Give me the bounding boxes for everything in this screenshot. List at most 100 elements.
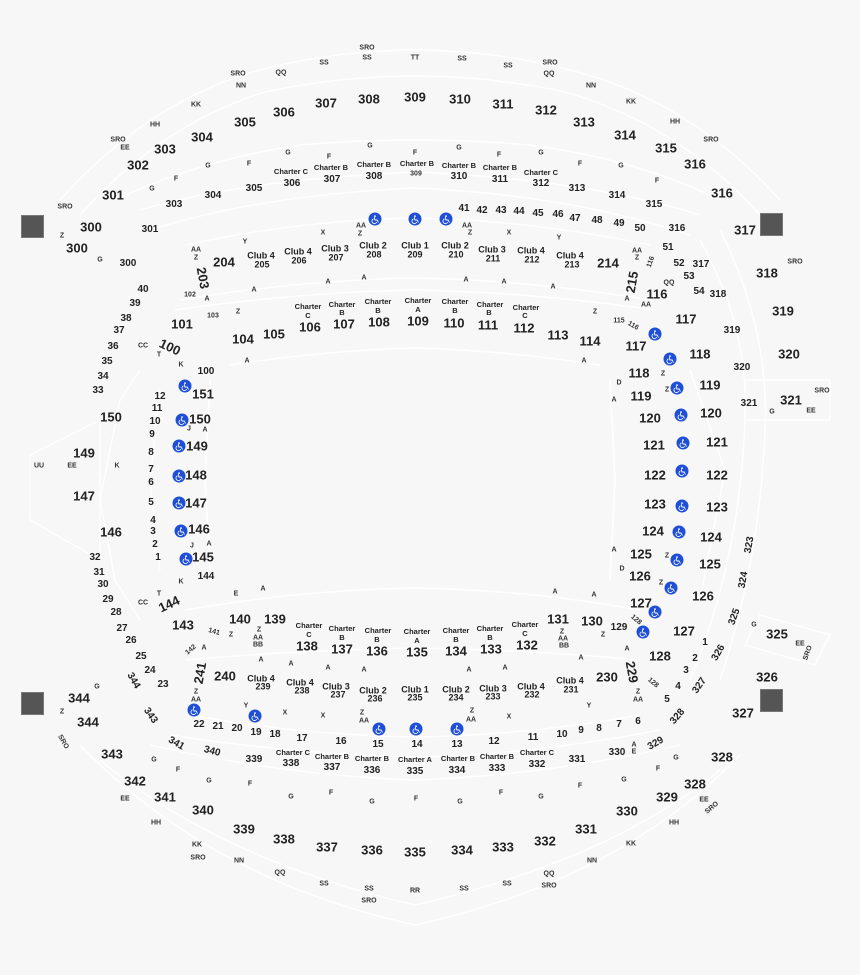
section-label[interactable]: 126: [629, 568, 651, 584]
section-label[interactable]: 339: [245, 754, 263, 765]
section-label[interactable]: 312: [535, 102, 557, 118]
section-label[interactable]: 302: [127, 157, 149, 173]
section-label[interactable]: 49: [613, 218, 625, 229]
section-label[interactable]: 337: [316, 839, 338, 855]
section-label[interactable]: 311: [491, 174, 509, 185]
section-label[interactable]: 315: [655, 140, 677, 156]
section-label[interactable]: 31: [93, 567, 105, 578]
section-label[interactable]: 305: [245, 183, 263, 194]
section-label[interactable]: 208: [366, 249, 382, 260]
section-label[interactable]: 125: [630, 546, 652, 562]
section-label[interactable]: 233: [485, 691, 501, 702]
section-label[interactable]: 118: [628, 365, 650, 381]
section-label[interactable]: 112: [513, 320, 535, 336]
section-label[interactable]: 33: [92, 385, 104, 396]
section-label[interactable]: 304: [191, 129, 213, 145]
section-label[interactable]: 138: [296, 638, 318, 654]
section-label[interactable]: 7: [616, 719, 622, 730]
section-label[interactable]: Club 2: [359, 240, 387, 251]
section-label[interactable]: 237: [330, 689, 346, 700]
section-label[interactable]: 238: [294, 685, 310, 696]
section-label[interactable]: 129: [610, 622, 628, 633]
section-label[interactable]: 313: [568, 183, 586, 194]
section-label[interactable]: 120: [700, 405, 722, 421]
section-label[interactable]: 239: [255, 681, 271, 692]
section-label[interactable]: 53: [683, 271, 695, 282]
section-label[interactable]: 36: [107, 341, 119, 352]
section-label[interactable]: 241: [190, 661, 210, 685]
section-label[interactable]: 9: [149, 429, 155, 440]
section-label[interactable]: 130: [581, 613, 603, 629]
section-label[interactable]: 4: [150, 515, 156, 526]
section-label[interactable]: 9: [578, 725, 584, 736]
section-label[interactable]: 117: [625, 338, 647, 354]
section-label[interactable]: 140: [229, 611, 251, 627]
section-label[interactable]: 10: [149, 416, 161, 427]
section-label[interactable]: 14: [411, 739, 423, 750]
section-label[interactable]: 120: [639, 410, 661, 426]
section-label[interactable]: 328: [684, 776, 706, 792]
section-label[interactable]: 317: [734, 222, 756, 238]
section-label[interactable]: 232: [524, 689, 540, 700]
section-label[interactable]: Club 4: [284, 246, 312, 257]
section-label[interactable]: 100: [197, 366, 215, 377]
section-label[interactable]: Club 4: [286, 677, 314, 688]
section-label[interactable]: 335: [404, 844, 426, 860]
section-label[interactable]: 207: [328, 252, 344, 263]
section-label[interactable]: 301: [102, 187, 124, 203]
section-label[interactable]: 109: [407, 313, 429, 329]
section-label[interactable]: 151: [192, 386, 214, 402]
section-label[interactable]: 314: [614, 127, 636, 143]
section-label[interactable]: 46: [552, 209, 564, 220]
section-label[interactable]: 108: [368, 314, 390, 330]
section-label[interactable]: 146: [100, 524, 122, 540]
section-label[interactable]: 321: [740, 398, 758, 409]
section-label[interactable]: 343: [101, 746, 123, 762]
section-label[interactable]: 329: [656, 789, 678, 805]
section-label[interactable]: 16: [335, 736, 347, 747]
section-label[interactable]: 8: [596, 723, 602, 734]
section-label[interactable]: 11: [527, 732, 539, 743]
section-label[interactable]: 45: [532, 208, 544, 219]
section-label[interactable]: 48: [591, 215, 603, 226]
section-label[interactable]: 317: [692, 259, 710, 270]
section-label[interactable]: 319: [723, 325, 741, 336]
section-label[interactable]: 124: [700, 529, 722, 545]
section-label[interactable]: 339: [233, 821, 255, 837]
section-label[interactable]: 107: [333, 316, 355, 332]
section-label[interactable]: 315: [645, 199, 663, 210]
section-label[interactable]: 306: [283, 178, 301, 189]
section-label[interactable]: 122: [706, 467, 728, 483]
section-label[interactable]: 344: [68, 690, 90, 706]
section-label[interactable]: 27: [116, 623, 128, 634]
section-label[interactable]: 18: [269, 729, 281, 740]
section-label[interactable]: 4: [675, 681, 681, 692]
section-label[interactable]: 126: [692, 588, 714, 604]
section-label[interactable]: 300: [119, 258, 137, 269]
section-label[interactable]: 206: [291, 255, 307, 266]
section-label[interactable]: 133: [480, 641, 502, 657]
section-label[interactable]: 34: [97, 371, 109, 382]
section-label[interactable]: 316: [684, 156, 706, 172]
section-label[interactable]: 235: [407, 692, 423, 703]
section-label[interactable]: 320: [733, 362, 751, 373]
section-label[interactable]: Club 4: [517, 681, 545, 692]
section-label[interactable]: 25: [135, 651, 147, 662]
section-label[interactable]: 20: [231, 723, 243, 734]
section-label[interactable]: 344: [77, 714, 99, 730]
section-label[interactable]: 300: [80, 219, 102, 235]
section-label[interactable]: 303: [165, 199, 183, 210]
section-label[interactable]: 124: [642, 523, 664, 539]
section-label[interactable]: 309: [404, 89, 426, 105]
section-label[interactable]: 116: [646, 286, 668, 302]
section-label[interactable]: Club 3: [478, 244, 506, 255]
section-label[interactable]: 333: [492, 839, 514, 855]
section-label[interactable]: 43: [495, 205, 507, 216]
section-label[interactable]: 300: [66, 240, 88, 256]
section-label[interactable]: 147: [185, 495, 207, 511]
section-label[interactable]: 131: [547, 611, 569, 627]
section-label[interactable]: 318: [756, 265, 778, 281]
section-label[interactable]: 3: [683, 665, 689, 676]
section-label[interactable]: 3: [150, 526, 156, 537]
section-label[interactable]: Club 4: [556, 250, 584, 261]
